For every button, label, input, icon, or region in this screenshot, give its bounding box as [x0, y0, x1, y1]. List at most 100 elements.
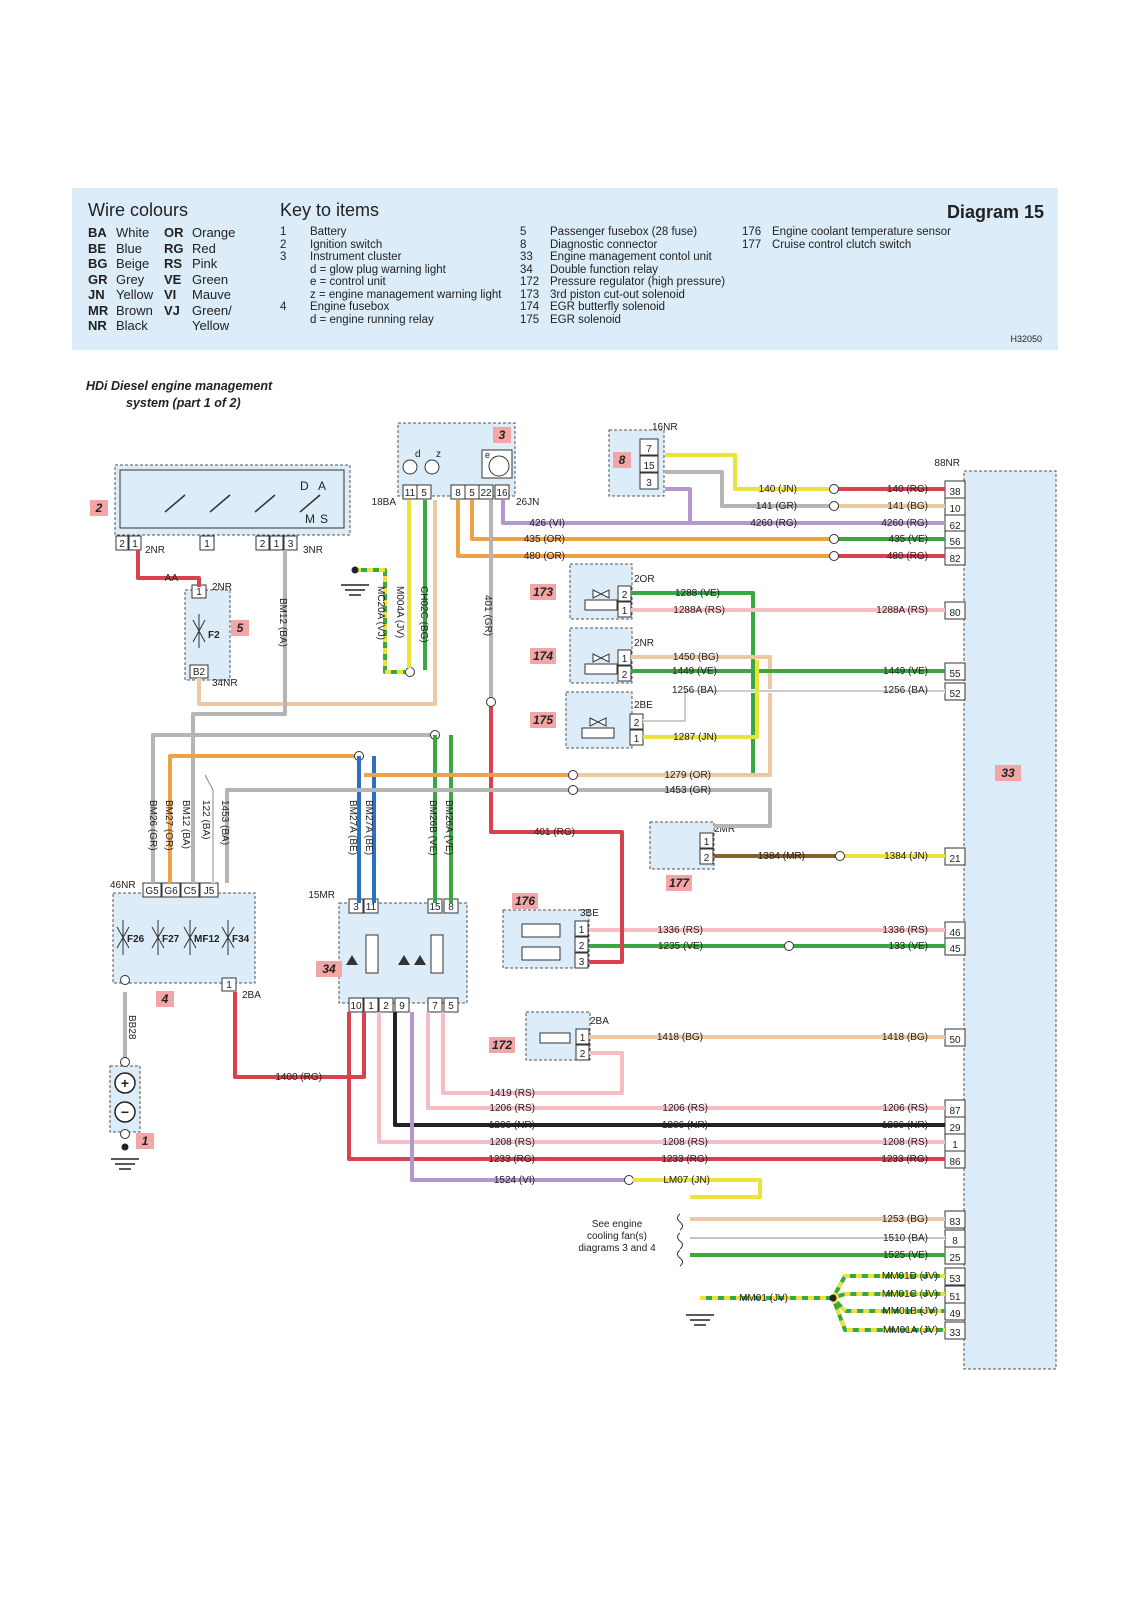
item-tag	[613, 452, 631, 468]
wire-label: 1510 (BA)	[883, 1233, 928, 1244]
pin-number: 15	[643, 461, 655, 472]
wire-label: 1418 (BG)	[882, 1032, 928, 1043]
pin-number: 3	[646, 478, 652, 489]
pin-number: 1	[204, 539, 210, 550]
warning-lamp-icon	[424, 459, 440, 475]
wire-colour-name: Beige	[116, 256, 150, 271]
pin-number: 7	[432, 1001, 438, 1012]
key-item: 172 Pressure regulator (high pressure)	[520, 276, 725, 289]
thermistor-icon	[521, 923, 561, 938]
key-item: e = control unit	[280, 276, 501, 289]
wire	[168, 754, 359, 883]
key-item: d = engine running relay	[280, 314, 501, 327]
key-item-text: Diagnostic connector	[550, 238, 658, 251]
caption-line-2: system (part 1 of 2)	[126, 396, 241, 410]
pin	[128, 535, 142, 551]
pin-number: 62	[949, 521, 961, 532]
pin-number: 80	[949, 608, 961, 619]
pin-number: 5	[469, 488, 475, 499]
key-item-text: Engine coolant temperature sensor	[772, 226, 951, 238]
cut-mark-icon	[677, 1213, 683, 1231]
wire-colour-name: Grey	[116, 271, 145, 287]
pin	[394, 997, 410, 1013]
item-tag	[489, 1037, 515, 1053]
wire-label: 1453 (GR)	[664, 785, 711, 796]
wire-colour-name: Yellow	[116, 287, 154, 302]
key-item-text: z = engine management warning light	[310, 288, 502, 301]
wire-label: LM07 (JN)	[663, 1175, 710, 1186]
switch-position-label: S	[320, 512, 328, 526]
key-item: 3 Instrument cluster	[280, 251, 501, 264]
wire	[191, 550, 287, 883]
valve-icon	[592, 653, 610, 663]
wire	[577, 788, 772, 828]
lamp-label: z	[436, 449, 441, 460]
wire-label: 1233 (RG)	[488, 1154, 535, 1165]
vertical-wire-label: CH02C (BG)	[418, 586, 429, 643]
connector-label: 2OR	[634, 574, 655, 585]
wire-label: 1524 (VI)	[494, 1175, 535, 1186]
key-item-number: 172	[520, 276, 540, 288]
wire-white	[643, 690, 945, 722]
diagram-caption: HDi Diesel engine management system (par…	[86, 378, 272, 412]
switch-position-label: A	[318, 479, 326, 493]
key-item: d = glow plug warning light	[280, 264, 501, 277]
wire-colour-code: BE	[88, 240, 107, 256]
wire-colour-name: Pink	[192, 256, 218, 271]
pin	[699, 848, 714, 865]
key-item-text: Ignition switch	[310, 238, 383, 251]
wire-label: 1288A (RS)	[673, 605, 725, 616]
key-item-text: EGR solenoid	[550, 313, 621, 326]
splice-node	[486, 697, 496, 707]
pin-number: 51	[949, 1292, 961, 1303]
wire	[233, 992, 366, 1079]
wire-label: 1449 (VE)	[672, 666, 717, 677]
wire-label: 435 (OR)	[524, 534, 565, 545]
wire-label: 1206 (RS)	[489, 1103, 535, 1114]
key-item-text: Instrument cluster	[310, 251, 402, 263]
key-item-number: 4	[280, 301, 287, 313]
wire-colour-code: RS	[164, 256, 183, 271]
pin-number: 1	[274, 539, 280, 550]
relay-coil-icon	[365, 934, 379, 974]
item-tag-number: 176	[515, 894, 535, 908]
item-tag	[90, 500, 108, 516]
relay-coil-icon	[430, 934, 444, 974]
wire-colour-code: RG	[164, 240, 184, 256]
junction-dot	[121, 1143, 129, 1151]
wire	[225, 788, 577, 883]
wire-label: 1287 (JN)	[673, 732, 717, 743]
battery-plus-icon: +	[121, 1075, 129, 1091]
splice-node	[120, 975, 130, 985]
pin-number: 1	[580, 1033, 586, 1044]
splice-node	[829, 501, 839, 511]
pin	[283, 535, 298, 551]
wire-white	[204, 774, 214, 883]
connector-label: 2NR	[212, 582, 232, 593]
solenoid-coil-icon	[584, 663, 618, 675]
wire	[393, 1012, 945, 1127]
wire-colour-code: MR	[88, 302, 109, 318]
wire-colour-code: VI	[164, 287, 177, 302]
pin-number: 56	[949, 537, 961, 548]
cut-mark-icon	[677, 1232, 683, 1250]
key-item-text: Pressure regulator (high pressure)	[550, 276, 726, 288]
item-tag-number: 8	[619, 453, 626, 467]
wire-label: 1208 (RS)	[489, 1137, 535, 1148]
item-tag	[666, 875, 692, 891]
splice-node	[120, 1129, 130, 1139]
pin-number: 83	[949, 1217, 961, 1228]
fuse-icon	[221, 920, 235, 955]
key-item-number: 3	[280, 251, 287, 263]
pin-number: 52	[949, 689, 961, 700]
wire-green-yellow	[355, 568, 405, 674]
wire-colour-name: Orange	[192, 225, 236, 240]
key-item-text: EGR butterfly solenoid	[550, 301, 666, 313]
